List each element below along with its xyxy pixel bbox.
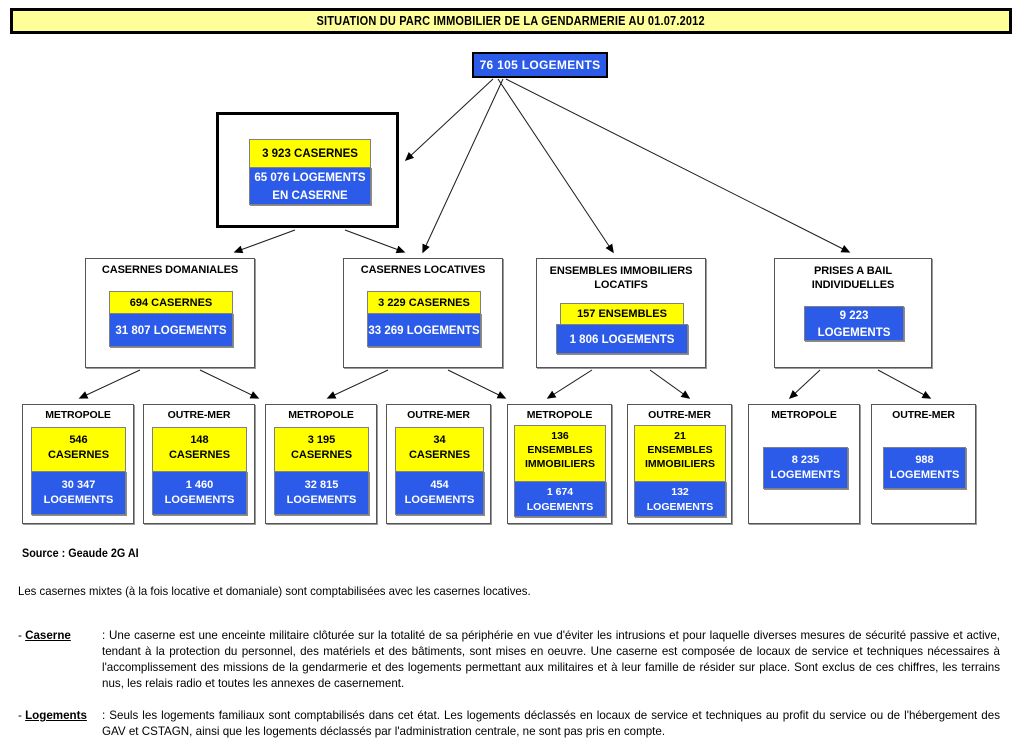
node-header: ENSEMBLES IMMOBILIERS LOCATIFS <box>537 259 705 292</box>
blue-chip: 1 674 LOGEMENTS <box>514 481 606 517</box>
source-label: Source : Geaude 2G AI <box>22 546 139 560</box>
node-header-line2: LOCATIFS <box>594 279 648 291</box>
blue-chip: 8 235 LOGEMENTS <box>763 447 848 489</box>
casernes-logements-chip: 65 076 LOGEMENTS EN CASERNE <box>249 167 371 205</box>
node-ensembles-metropole[interactable]: METROPOLE 136 ENSEMBLES IMMOBILIERS 1 67… <box>507 404 612 524</box>
yellow-chip: 546 CASERNES <box>31 427 126 471</box>
blue-chip: 31 807 LOGEMENTS <box>109 313 233 347</box>
node-domaniales-outre-mer[interactable]: OUTRE-MER 148 CASERNES 1 460 LOGEMENTS <box>143 404 255 524</box>
node-bail-metropole[interactable]: METROPOLE 8 235 LOGEMENTS <box>748 404 860 524</box>
node-header: OUTRE-MER <box>167 409 231 421</box>
node-header: OUTRE-MER <box>648 409 711 421</box>
blue-chip: 33 269 LOGEMENTS <box>367 313 481 347</box>
node-header-line1: PRISES A BAIL <box>814 265 892 277</box>
yellow-chip: 157 ENSEMBLES <box>560 303 684 324</box>
page-title: SITUATION DU PARC IMMOBILIER DE LA GENDA… <box>316 14 706 28</box>
node-header: METROPOLE <box>288 409 354 421</box>
blue-chip: 30 347 LOGEMENTS <box>31 471 126 515</box>
definition-term: - Caserne <box>18 629 71 642</box>
node-header: OUTRE-MER <box>892 409 955 421</box>
yellow-chip: 21 ENSEMBLES IMMOBILIERS <box>634 425 726 481</box>
node-header-line1: ENSEMBLES IMMOBILIERS <box>549 265 693 277</box>
node-bail-outre-mer[interactable]: OUTRE-MER 988 LOGEMENTS <box>871 404 976 524</box>
node-ensembles-immobiliers-locatifs[interactable]: ENSEMBLES IMMOBILIERS LOCATIFS 157 ENSEM… <box>536 258 706 368</box>
blue-chip: 988 LOGEMENTS <box>883 447 966 489</box>
definition-body: : Seuls les logements familiaux sont com… <box>102 709 1000 738</box>
yellow-chip: 148 CASERNES <box>152 427 247 471</box>
yellow-chip: 3 229 CASERNES <box>367 291 481 313</box>
node-locatives-metropole[interactable]: METROPOLE 3 195 CASERNES 32 815 LOGEMENT… <box>265 404 377 524</box>
definition-term-label: Logements <box>25 709 87 722</box>
casernes-count-chip: 3 923 CASERNES <box>249 139 371 167</box>
definition-term-label: Caserne <box>25 629 71 642</box>
blue-chip: 1 460 LOGEMENTS <box>152 471 247 515</box>
node-header: METROPOLE <box>526 409 593 421</box>
node-casernes-locatives[interactable]: CASERNES LOCATIVES 3 229 CASERNES 33 269… <box>343 258 503 368</box>
definition-body: : Une caserne est une enceinte militaire… <box>102 629 1000 690</box>
definition-caserne: - Caserne : Une caserne est une enceinte … <box>18 628 1008 692</box>
node-domaniales-metropole[interactable]: METROPOLE 546 CASERNES 30 347 LOGEMENTS <box>22 404 134 524</box>
node-header: CASERNES DOMANIALES <box>101 264 239 276</box>
yellow-chip: 694 CASERNES <box>109 291 233 313</box>
yellow-chip: 136 ENSEMBLES IMMOBILIERS <box>514 425 606 481</box>
blue-chip: 132 LOGEMENTS <box>634 481 726 517</box>
node-header: CASERNES LOCATIVES <box>360 264 486 276</box>
node-header: OUTRE-MER <box>407 409 470 421</box>
yellow-chip: 34 CASERNES <box>395 427 484 471</box>
node-header: METROPOLE <box>771 409 837 421</box>
blue-chip: 9 223 LOGEMENTS <box>804 306 904 341</box>
blue-chip: 454 LOGEMENTS <box>395 471 484 515</box>
yellow-chip: 3 195 CASERNES <box>274 427 369 471</box>
node-header-line2: INDIVIDUELLES <box>811 279 895 291</box>
node-header: METROPOLE <box>45 409 111 421</box>
node-casernes-domaniales[interactable]: CASERNES DOMANIALES 694 CASERNES 31 807 … <box>85 258 255 368</box>
node-locatives-outre-mer[interactable]: OUTRE-MER 34 CASERNES 454 LOGEMENTS <box>386 404 491 524</box>
node-header: PRISES A BAIL INDIVIDUELLES <box>775 259 931 292</box>
node-ensembles-outre-mer[interactable]: OUTRE-MER 21 ENSEMBLES IMMOBILIERS 132 L… <box>627 404 732 524</box>
node-casernes[interactable]: 3 923 CASERNES 65 076 LOGEMENTS EN CASER… <box>216 112 399 228</box>
node-total-logements[interactable]: 76 105 LOGEMENTS <box>472 52 608 78</box>
definition-term: - Logements <box>18 709 87 722</box>
node-prises-a-bail-individuelles[interactable]: PRISES A BAIL INDIVIDUELLES 9 223 LOGEME… <box>774 258 932 368</box>
root-label: 76 105 LOGEMENTS <box>479 58 601 72</box>
definition-logements: - Logements : Seuls les logements familia… <box>18 708 1008 740</box>
mixed-casernes-note: Les casernes mixtes (à la fois locative … <box>18 584 531 598</box>
page-title-banner: SITUATION DU PARC IMMOBILIER DE LA GENDA… <box>10 8 1012 34</box>
blue-chip: 1 806 LOGEMENTS <box>556 324 688 354</box>
blue-chip: 32 815 LOGEMENTS <box>274 471 369 515</box>
